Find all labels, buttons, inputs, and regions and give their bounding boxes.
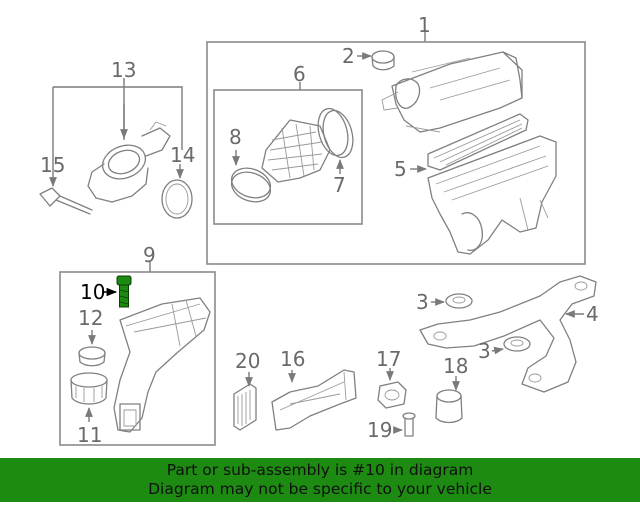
inlet-screen <box>233 383 257 431</box>
label-10: 10 <box>80 280 105 304</box>
air-cleaner-housing <box>427 135 557 255</box>
intake-hose-bellows <box>261 119 331 183</box>
label-4: 4 <box>586 302 599 326</box>
label-6: 6 <box>293 62 306 86</box>
label-19: 19 <box>367 418 392 442</box>
label-8: 8 <box>229 125 242 149</box>
notice-banner: Part or sub-assembly is #10 in diagram D… <box>0 458 640 502</box>
label-16: 16 <box>280 347 305 371</box>
label-9: 9 <box>143 243 156 267</box>
label-14: 14 <box>170 143 195 167</box>
bolt-19 <box>402 412 416 437</box>
label-17: 17 <box>376 347 401 371</box>
sleeve <box>435 389 463 424</box>
label-2: 2 <box>342 44 355 68</box>
label-12: 12 <box>78 306 103 330</box>
label-15: 15 <box>40 153 65 177</box>
label-20: 20 <box>235 349 260 373</box>
hose-clamp-right <box>317 107 354 159</box>
grommet-upper <box>445 293 473 309</box>
mass-airflow-sensor <box>87 121 171 203</box>
insulator <box>377 381 407 409</box>
cap-plug <box>371 50 395 71</box>
bolt-highlighted <box>116 275 132 308</box>
hose-clamp-left <box>230 167 272 203</box>
assembly-box-1 <box>206 41 586 265</box>
air-intake-duct <box>113 297 211 433</box>
label-5: 5 <box>394 157 407 181</box>
air-cleaner-cover <box>381 51 523 133</box>
assembly-box-6 <box>213 89 363 225</box>
label-11: 11 <box>77 423 102 447</box>
notice-line-2: Diagram may not be specific to your vehi… <box>148 480 492 498</box>
label-3a: 3 <box>416 290 429 314</box>
mount-bushing <box>70 372 108 405</box>
air-filter-element <box>427 113 529 171</box>
mounting-bracket <box>419 275 597 393</box>
label-13: 13 <box>111 58 136 82</box>
temperature-sensor <box>39 187 93 215</box>
grommet-lower <box>503 336 531 352</box>
inlet-duct <box>271 369 357 431</box>
o-ring-seal <box>161 179 193 219</box>
label-7: 7 <box>333 173 346 197</box>
label-1: 1 <box>418 13 431 37</box>
label-3b: 3 <box>478 339 491 363</box>
label-18: 18 <box>443 354 468 378</box>
notice-line-1: Part or sub-assembly is #10 in diagram <box>166 461 474 479</box>
assembly-box-9 <box>59 271 216 446</box>
grommet <box>78 346 106 367</box>
